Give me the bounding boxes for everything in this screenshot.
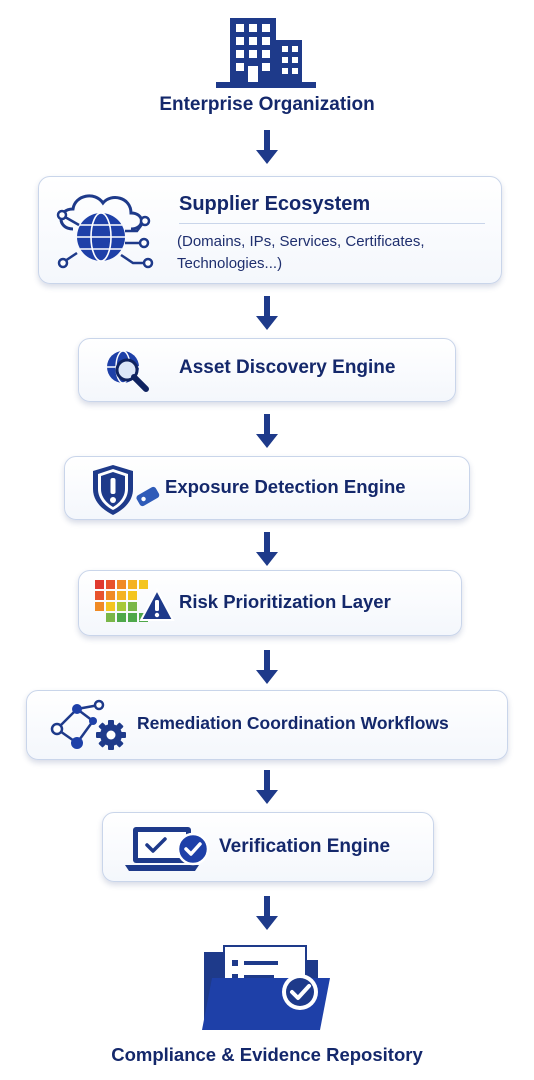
shield-alert-icon [93,465,160,515]
step-label: Exposure Detection Engine [165,476,406,497]
title-divider [179,223,485,224]
network-gear-icon [50,699,126,750]
supplier-ecosystem-subtitle-2: Technologies...) [177,255,283,272]
flow-arrow-icon [256,296,278,330]
risk-prioritization-box: Risk Prioritization Layer [78,570,462,636]
folder-checklist-icon [202,945,330,1030]
flow-arrow-icon [256,130,278,164]
enterprise-title: Enterprise Organization [159,94,375,115]
asset-discovery-box: Asset Discovery Engine [78,338,456,402]
remediation-workflows-box: Remediation Coordination Workflows [26,690,508,760]
supplier-ecosystem-subtitle-1: (Domains, IPs, Services, Certificates, [177,233,425,250]
flow-arrow-icon [256,650,278,684]
compliance-repository-title: Compliance & Evidence Repository [111,1044,423,1065]
step-label: Risk Prioritization Layer [179,591,391,612]
flow-arrow-icon [256,896,278,930]
verification-engine-box: Verification Engine [102,812,434,882]
exposure-detection-box: Exposure Detection Engine [64,456,470,520]
flow-arrow-icon [256,770,278,804]
cloud-globe-network-icon [56,194,154,269]
flow-arrow-icon [256,532,278,566]
globe-magnifier-icon [107,350,149,392]
step-label: Asset Discovery Engine [179,357,396,378]
supplier-ecosystem-title: Supplier Ecosystem [179,193,371,215]
building-icon [216,18,316,88]
supplier-ecosystem-box: Supplier Ecosystem (Domains, IPs, Servic… [38,176,502,284]
risk-heatmap-warning-icon [95,580,175,622]
step-label: Verification Engine [219,836,391,857]
flow-arrow-icon [256,414,278,448]
laptop-check-icon [125,827,210,871]
step-label: Remediation Coordination Workflows [137,713,449,733]
